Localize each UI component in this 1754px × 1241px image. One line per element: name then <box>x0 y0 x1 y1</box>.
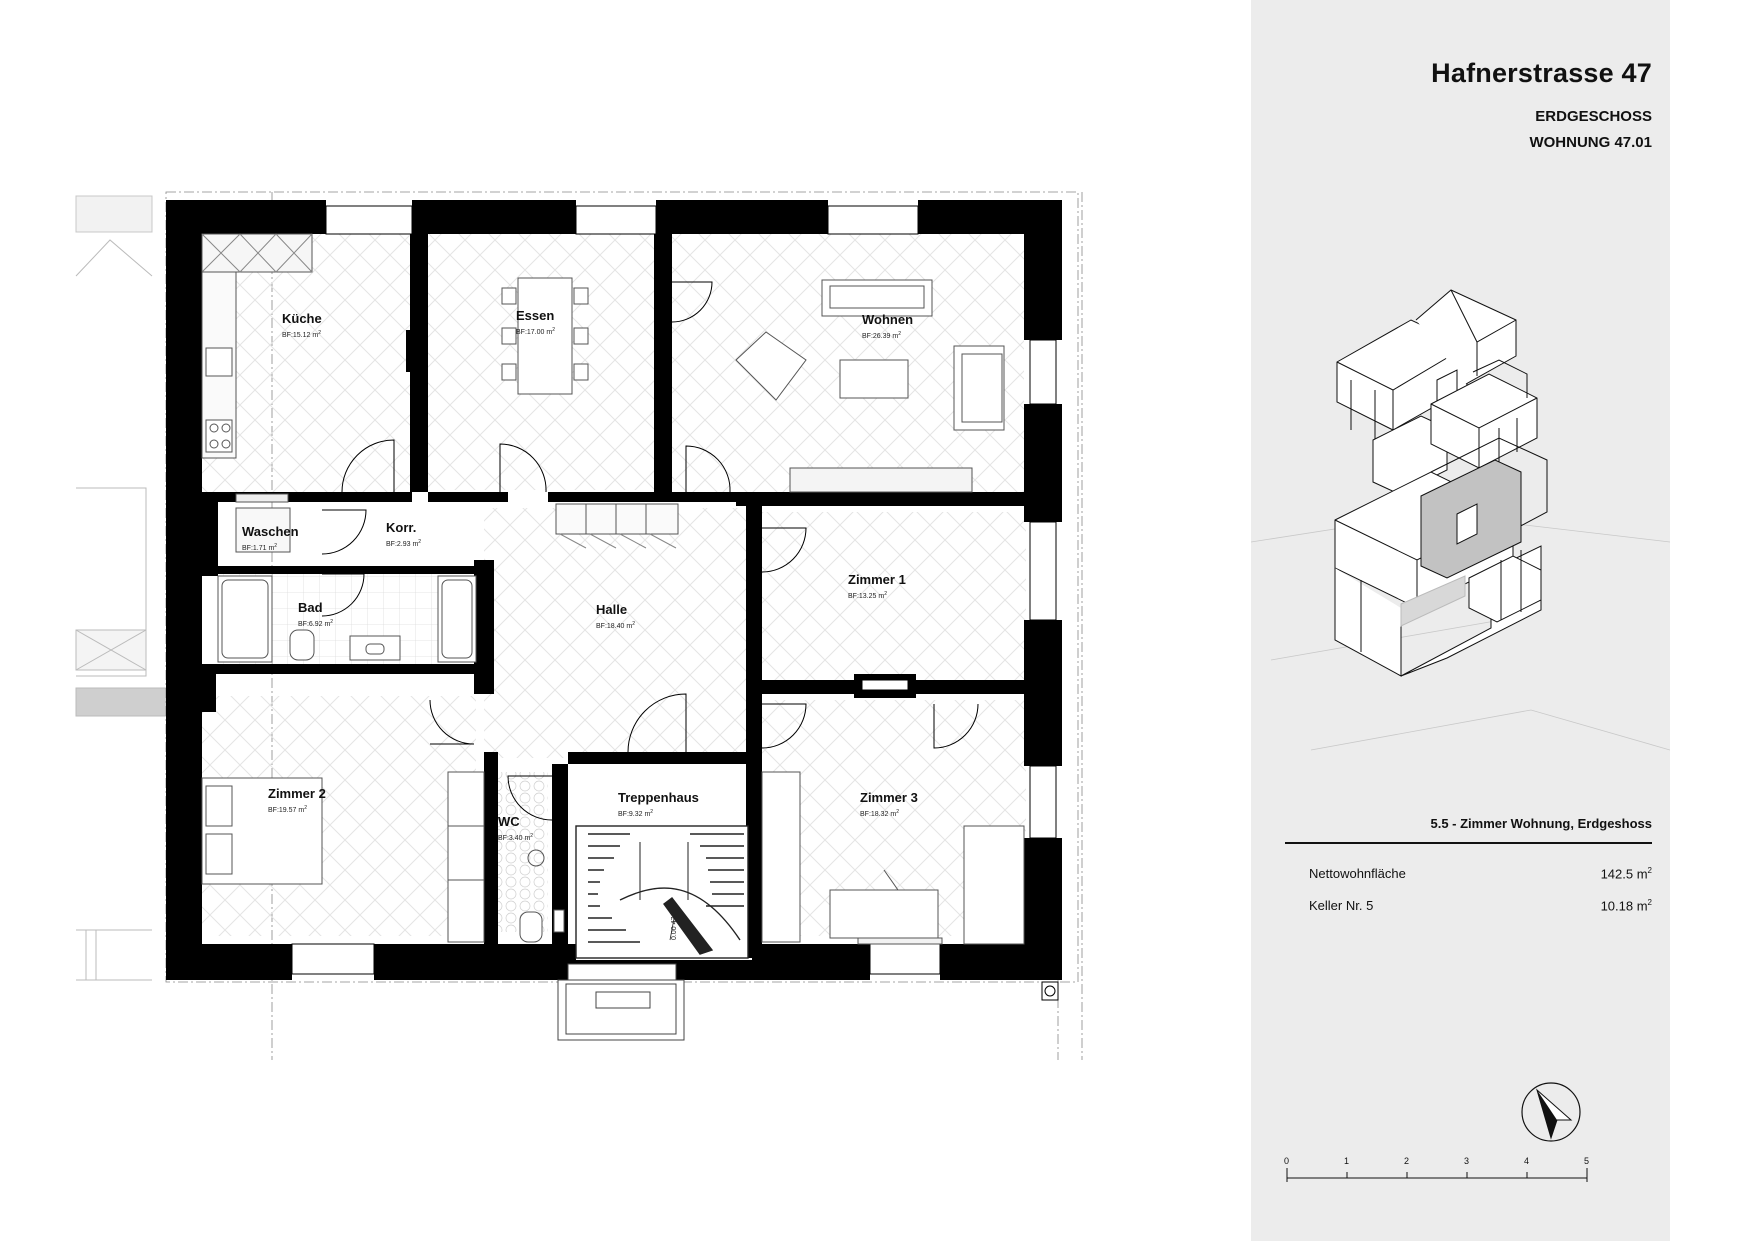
room-halle-name: Halle <box>596 602 627 617</box>
room-bad-name: Bad <box>298 600 323 615</box>
room-treppenhaus-name: Treppenhaus <box>618 790 699 805</box>
room-treppenhaus-area: BF:9.32 m2 <box>618 809 653 818</box>
scale-label-3: 3 <box>1464 1156 1469 1166</box>
room-kueche-area: BF:15.12 m2 <box>282 330 321 339</box>
room-waschen-name: Waschen <box>242 524 299 539</box>
net-area-label: Nettowohnfläche <box>1309 866 1406 881</box>
wall-openings <box>291 205 1057 975</box>
neighbor-context <box>75 195 171 981</box>
cellar-label: Keller Nr. 5 <box>1309 898 1374 913</box>
scale-label-1: 1 <box>1344 1156 1349 1166</box>
room-essen-area: BF:17.00 m2 <box>516 327 555 336</box>
isometric-building-diagram <box>1251 289 1670 751</box>
room-essen-name: Essen <box>516 308 554 323</box>
net-area-value: 142.5 m2 <box>1600 866 1652 882</box>
room-wohnen-name: Wohnen <box>862 312 913 327</box>
room-wc-area: BF:3.40 m2 <box>498 833 533 842</box>
room-wc-name: WC <box>498 814 520 829</box>
room-zimmer1-name: Zimmer 1 <box>848 572 906 587</box>
building-title: Hafnerstrasse 47 <box>1431 58 1652 88</box>
room-zimmer1-area: BF:13.25 m2 <box>848 591 887 600</box>
room-zimmer2-name: Zimmer 2 <box>268 786 326 801</box>
room-halle-area: BF:18.40 m2 <box>596 621 635 630</box>
scale-label-4: 4 <box>1524 1156 1529 1166</box>
scale-label-2: 2 <box>1404 1156 1409 1166</box>
room-wohnen-area: BF:26.39 m2 <box>862 331 901 340</box>
room-kueche-name: Küche <box>282 311 322 326</box>
stair-label: 0.00 47 <box>671 917 678 940</box>
scale-label-5: 5 <box>1584 1156 1589 1166</box>
unit-description: 5.5 - Zimmer Wohnung, Erdgeshoss <box>1430 816 1652 831</box>
room-korr-name: Korr. <box>386 520 416 535</box>
room-zimmer3-area: BF:18.32 m2 <box>860 809 899 818</box>
floor-plan: 0.00 47 Küche BF:15.12 m2 Essen BF:17.00… <box>75 191 1083 1060</box>
room-waschen-area: BF:1.71 m2 <box>242 543 277 552</box>
summary-divider <box>1285 842 1652 844</box>
room-zimmer3-name: Zimmer 3 <box>860 790 918 805</box>
room-korr-area: BF:2.93 m2 <box>386 539 421 548</box>
scale-label-0: 0 <box>1284 1156 1289 1166</box>
doors <box>321 281 979 821</box>
furniture <box>201 233 1025 945</box>
room-labels: Küche BF:15.12 m2 Essen BF:17.00 m2 Wohn… <box>242 308 918 842</box>
info-panel: Hafnerstrasse 47 ERDGESCHOSS WOHNUNG 47.… <box>1251 0 1670 1241</box>
floor-label: ERDGESCHOSS <box>1535 108 1652 125</box>
scale-bar: 0 1 2 3 4 5 <box>1284 1156 1589 1182</box>
entrance-canopy <box>557 963 685 1041</box>
walls <box>166 200 1062 980</box>
room-bad-area: BF:6.92 m2 <box>298 619 333 628</box>
cellar-value: 10.18 m2 <box>1600 898 1652 914</box>
unit-label: WOHNUNG 47.01 <box>1529 134 1652 151</box>
staircase <box>575 825 749 959</box>
floor-finishes <box>202 234 1026 936</box>
drainpipe-icon <box>1041 981 1059 1001</box>
north-arrow-icon <box>1521 1082 1581 1142</box>
room-zimmer2-area: BF:19.57 m2 <box>268 805 307 814</box>
